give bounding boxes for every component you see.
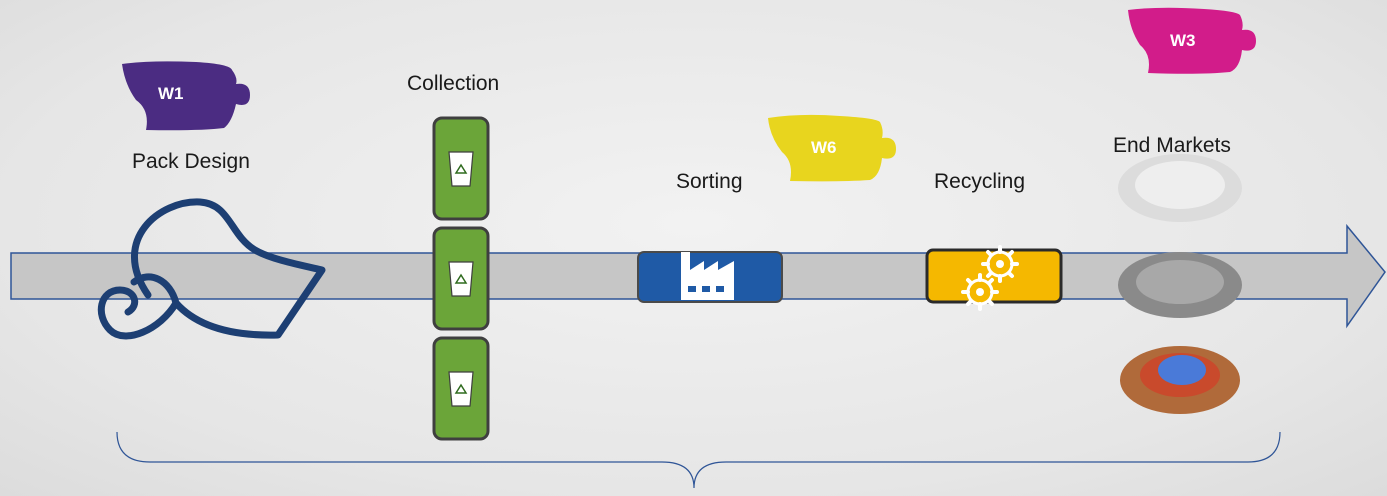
film-roll-icon [97,198,326,340]
workstream-w3-label: W3 [1170,31,1196,50]
stage-sorting-label: Sorting [676,170,743,193]
stage-recycling-label: Recycling [934,170,1026,193]
gears-icon [925,245,1063,311]
collection-bins [432,116,490,441]
workstream-w6-badge [768,114,896,182]
stage-pack-design-label: Pack Design [132,150,250,173]
stage-end-markets-label: End Markets [1113,134,1231,157]
bottom-brace [116,431,1281,489]
end-markets-pellets [1118,154,1242,414]
stage-collection-label: Collection [407,72,500,95]
workstream-w3-badge [1128,7,1256,74]
factory-icon [637,251,783,303]
workstream-w1-label: W1 [158,84,184,103]
workstream-w1-badge [122,61,250,131]
workstream-w6-label: W6 [811,138,837,157]
